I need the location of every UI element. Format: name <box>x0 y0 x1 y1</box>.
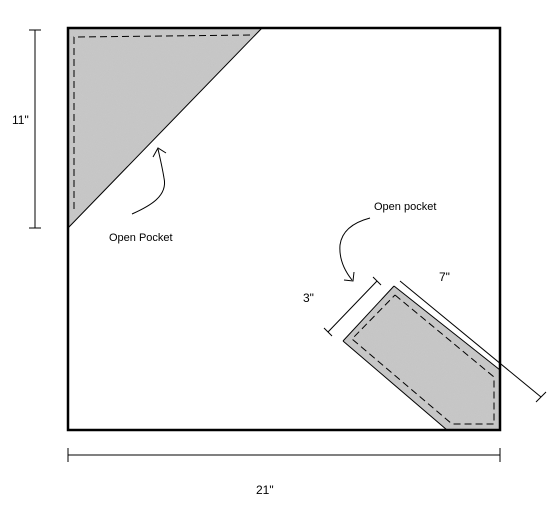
pocket-depth-dimension: 3" <box>303 276 382 337</box>
pocket-top-left <box>67 27 263 229</box>
pocket-top-left-arrow <box>131 148 166 215</box>
height-dimension: 11" <box>12 29 41 229</box>
pocket-depth-dimension-tick-bottom <box>323 327 333 337</box>
pocket-top-left-edge <box>67 27 263 229</box>
pocket-top-left-label: Open Pocket <box>109 232 173 244</box>
pocket-bottom-right-top-edge <box>393 285 501 371</box>
pocket-bottom-right <box>342 285 501 431</box>
width-label: 21" <box>256 483 274 497</box>
width-dimension: 21" <box>67 448 501 497</box>
pocket-length-dimension: 7" <box>399 270 547 403</box>
pocket-bottom-right-callout: Open pocket <box>339 201 436 282</box>
fabric-square-outline <box>66 26 502 432</box>
height-label: 11" <box>12 113 29 127</box>
pocket-depth-dimension-line <box>327 280 378 333</box>
pocket-bottom-right-side-edge <box>342 285 395 342</box>
pocket-bottom-right-bottom-edge <box>342 340 448 431</box>
pocket-bottom-right-arrow <box>339 217 371 281</box>
pocket-top-left-stitching <box>73 34 251 212</box>
pocket-bottom-right-grain <box>343 286 500 430</box>
pocket-top-left-arrowhead <box>152 147 167 158</box>
pocket-length-dimension-tick-end <box>535 391 547 403</box>
pocket-depth-label: 3" <box>303 291 314 305</box>
pocket-length-dimension-line <box>399 280 542 398</box>
pocket-bottom-right-arrowhead <box>343 271 355 282</box>
pocket-length-label: 7" <box>439 270 450 284</box>
pocket-bottom-right-label: Open pocket <box>374 201 436 213</box>
pocket-depth-dimension-tick-top <box>372 276 382 286</box>
pocket-top-left-callout: Open Pocket <box>109 147 173 244</box>
